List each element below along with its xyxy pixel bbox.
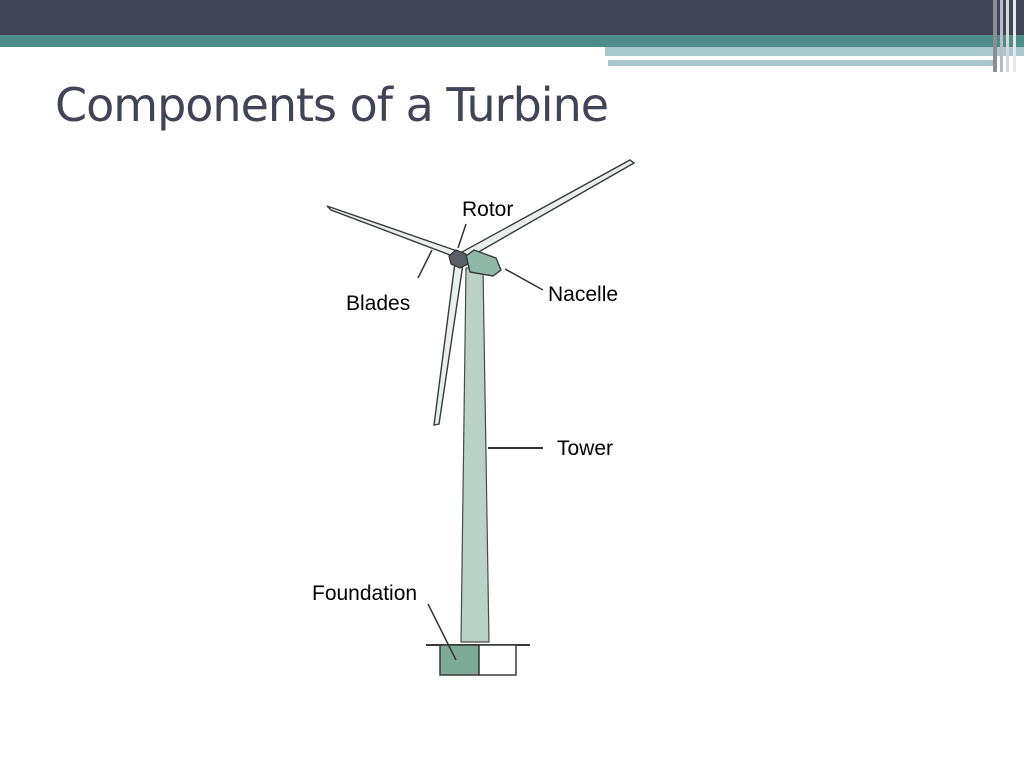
label-foundation: Foundation: [312, 582, 417, 605]
header-edge-stripe-2: [1000, 0, 1003, 72]
rotor-leader-line: [457, 223, 467, 249]
nacelle: [465, 249, 502, 277]
header-dark-band: [0, 0, 1024, 35]
label-rotor: Rotor: [462, 198, 513, 221]
blade-lower: [433, 261, 464, 426]
foundation-block-right: [478, 644, 517, 676]
label-tower: Tower: [557, 437, 613, 460]
label-blades: Blades: [346, 292, 410, 315]
foundation-block-left: [439, 644, 480, 676]
header-edge-stripe-3: [1006, 0, 1009, 72]
blade-upper-left: [326, 205, 461, 259]
foundation: [426, 644, 530, 676]
foundation-leader-line: [427, 603, 457, 661]
rotor-hub: [448, 249, 469, 269]
tower: [460, 267, 490, 643]
header-light-strip: [608, 60, 993, 66]
header-edge-stripe-1: [993, 0, 997, 72]
header-white-line: [610, 56, 950, 58]
header-decoration: [0, 0, 1024, 72]
header-light-band: [605, 47, 1024, 56]
label-nacelle: Nacelle: [548, 283, 618, 306]
blades-leader-line: [417, 249, 433, 279]
slide-title: Components of a Turbine: [55, 78, 609, 132]
nacelle-leader-line: [504, 268, 544, 291]
header-edge-stripe-4: [1013, 0, 1016, 72]
header-teal-band: [0, 35, 1024, 47]
